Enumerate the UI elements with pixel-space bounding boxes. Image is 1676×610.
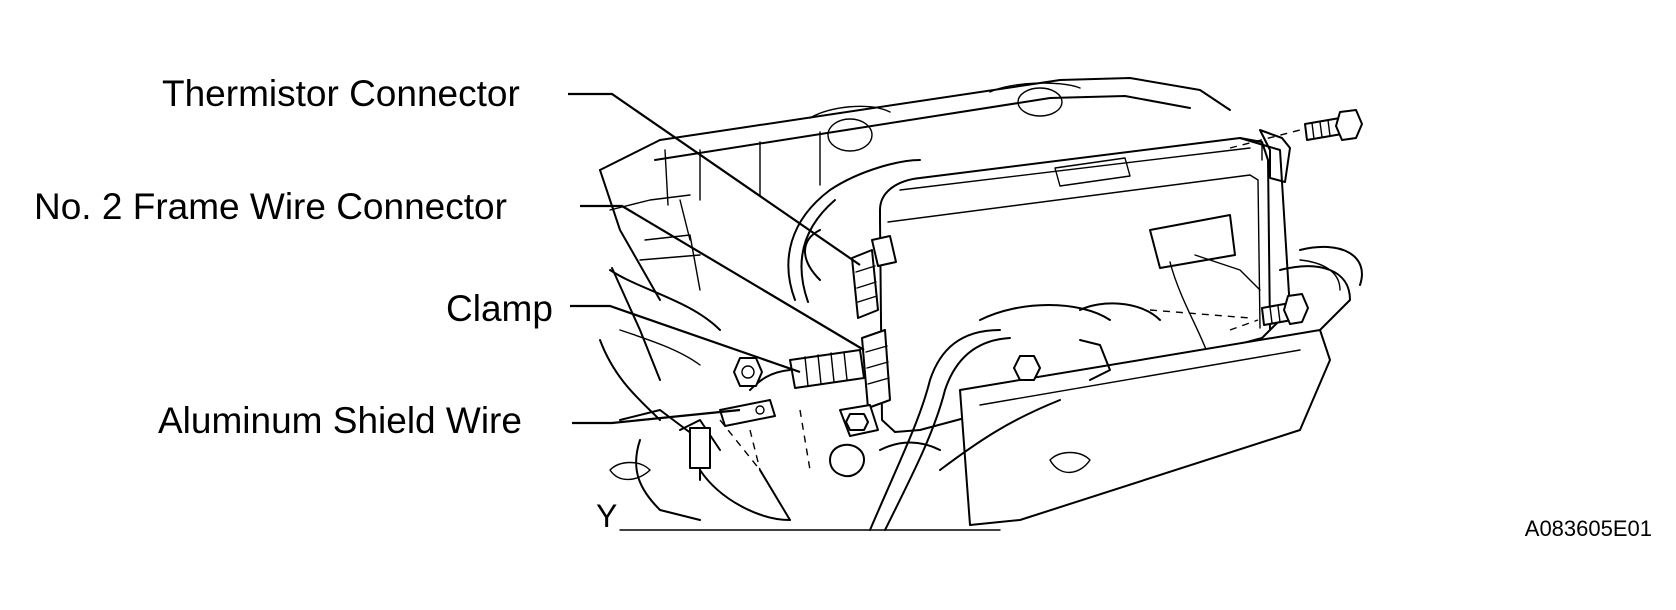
aluminum-shield-wire-label: Aluminum Shield Wire [158,400,522,441]
screw-upper [1304,109,1363,141]
dashboard-frame [599,77,1231,531]
figure-code: A083605E01 [1524,516,1652,541]
frame-wire-connector-label: No. 2 Frame Wire Connector [34,186,507,227]
leader-clamp [570,304,801,374]
leader-shield [572,408,741,425]
view-indicator: Y [596,498,618,534]
thermistor-connector-label: Thermistor Connector [162,73,520,114]
clamp-label: Clamp [446,288,553,329]
leader-lines [568,92,865,425]
lower-panel [959,245,1363,526]
leader-thermistor [568,92,861,266]
screws [1149,109,1363,331]
leader-frame-wire [580,204,865,351]
wire-harness [787,159,1161,531]
connectors [719,235,897,478]
screw-lower [1261,293,1309,326]
